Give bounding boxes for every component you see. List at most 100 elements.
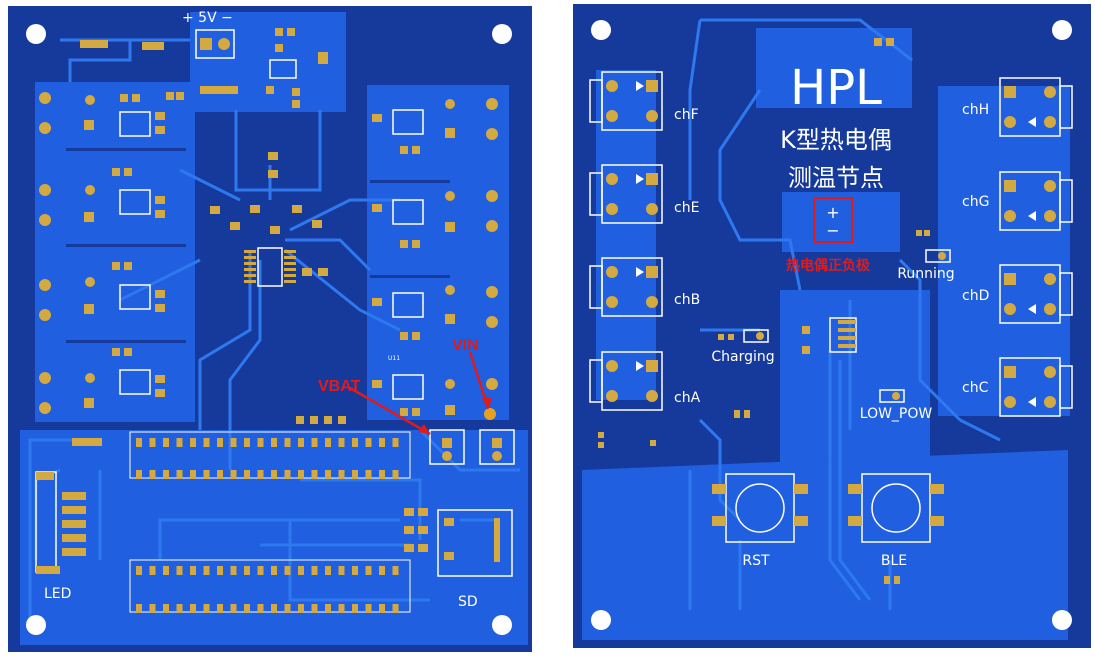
header-pin (136, 566, 142, 575)
thermocouple-connector (999, 77, 1073, 137)
header-pin (230, 566, 237, 575)
header-pin (365, 604, 372, 613)
ble-button[interactable] (848, 473, 944, 543)
header-pin (163, 470, 169, 479)
right-channel-pour (938, 86, 1070, 416)
ic-reference-label: U11 (388, 355, 400, 362)
header-pin (325, 438, 331, 447)
left-edge-pads (39, 92, 51, 414)
right-board: HPL K型热电偶 测温节点 + − 热电偶正负极 chF chE chB ch… (573, 4, 1091, 648)
mounting-hole (591, 20, 611, 40)
channel-label-chG: chG (962, 194, 989, 210)
header-pin (190, 566, 196, 575)
header-pin (392, 438, 399, 447)
header-pin (271, 604, 277, 613)
header-pin (271, 438, 277, 447)
header-pin (176, 470, 183, 479)
header-pin (298, 604, 304, 613)
header-pin (257, 438, 264, 447)
header-pin (203, 566, 210, 575)
header-pin (311, 438, 318, 447)
channel-label-chD: chD (962, 288, 989, 304)
header-pin (149, 566, 156, 575)
header-pin (257, 604, 264, 613)
board-title: HPL (790, 60, 882, 116)
thermocouple-connector (999, 357, 1073, 417)
polarity-marker-box (813, 197, 853, 243)
bottom-pour (582, 450, 1068, 640)
low-power-led (879, 389, 905, 403)
left-board: + 5V − (8, 6, 532, 652)
mounting-hole (26, 24, 46, 44)
vin-connector (479, 429, 515, 465)
header-pin (230, 470, 237, 479)
charging-led-label: Charging (711, 349, 774, 365)
power-connector-outline (195, 29, 235, 59)
header-pin (338, 470, 345, 479)
left-pour-channels (35, 82, 195, 422)
thermocouple-connector (589, 257, 663, 317)
header-pin (379, 566, 385, 575)
right-channel-ics (372, 98, 498, 416)
annotation-arrows (349, 351, 492, 436)
devboard-headers (129, 431, 411, 613)
header-pin (176, 566, 183, 575)
header-pin (325, 470, 331, 479)
header-pin (352, 566, 358, 575)
header-pin (149, 438, 156, 447)
header-pin (176, 604, 183, 613)
thermocouple-connector (999, 264, 1073, 324)
header-pin (365, 470, 372, 479)
vbat-annotation: VBAT (318, 378, 361, 395)
header-pin (338, 604, 345, 613)
header-pin (257, 470, 264, 479)
header-pin (338, 438, 345, 447)
header-pin (311, 566, 318, 575)
thermocouple-connector (999, 171, 1073, 231)
running-led (916, 230, 951, 263)
header-pin (217, 604, 223, 613)
header-pin (365, 566, 372, 575)
header-pin (325, 566, 331, 575)
header-pin (230, 438, 237, 447)
header-pin (298, 438, 304, 447)
header-pin (311, 604, 318, 613)
right-pour-channels (367, 85, 509, 420)
board-subtitle-line2: 测温节点 (788, 164, 884, 192)
ble-button-actuator[interactable] (871, 483, 921, 533)
header-pin (217, 566, 223, 575)
header-pin (379, 438, 385, 447)
header-pin (163, 604, 169, 613)
led-label: LED (44, 586, 71, 602)
power-input-label: + 5V − (182, 10, 233, 26)
mounting-hole (492, 24, 512, 44)
header-pin (298, 470, 304, 479)
central-mcu (210, 152, 328, 287)
mounting-hole (492, 615, 512, 635)
polarity-plus: + (826, 203, 839, 222)
rst-button-actuator[interactable] (735, 483, 785, 533)
running-led-label: Running (897, 266, 954, 282)
thermocouple-connector (589, 71, 663, 131)
mounting-hole (591, 610, 611, 630)
header-pin (203, 438, 210, 447)
thermocouple-connectors-left (589, 71, 663, 411)
mounting-hole (1052, 610, 1072, 630)
header-pin (379, 470, 385, 479)
header-pin (311, 470, 318, 479)
header-pin (176, 438, 183, 447)
vin-annotation: VIN (452, 337, 479, 354)
header-pin (271, 470, 277, 479)
header-pin (203, 470, 210, 479)
channel-label-chC: chC (962, 380, 989, 396)
left-traces (28, 38, 520, 620)
mounting-hole (1052, 20, 1072, 40)
header-pin (190, 604, 196, 613)
header-pin (203, 604, 210, 613)
header-pin (284, 566, 291, 575)
header-pin (163, 438, 169, 447)
header-pin (284, 604, 291, 613)
header-pin (244, 438, 250, 447)
mounting-hole (26, 615, 46, 635)
rst-button[interactable] (712, 473, 808, 543)
